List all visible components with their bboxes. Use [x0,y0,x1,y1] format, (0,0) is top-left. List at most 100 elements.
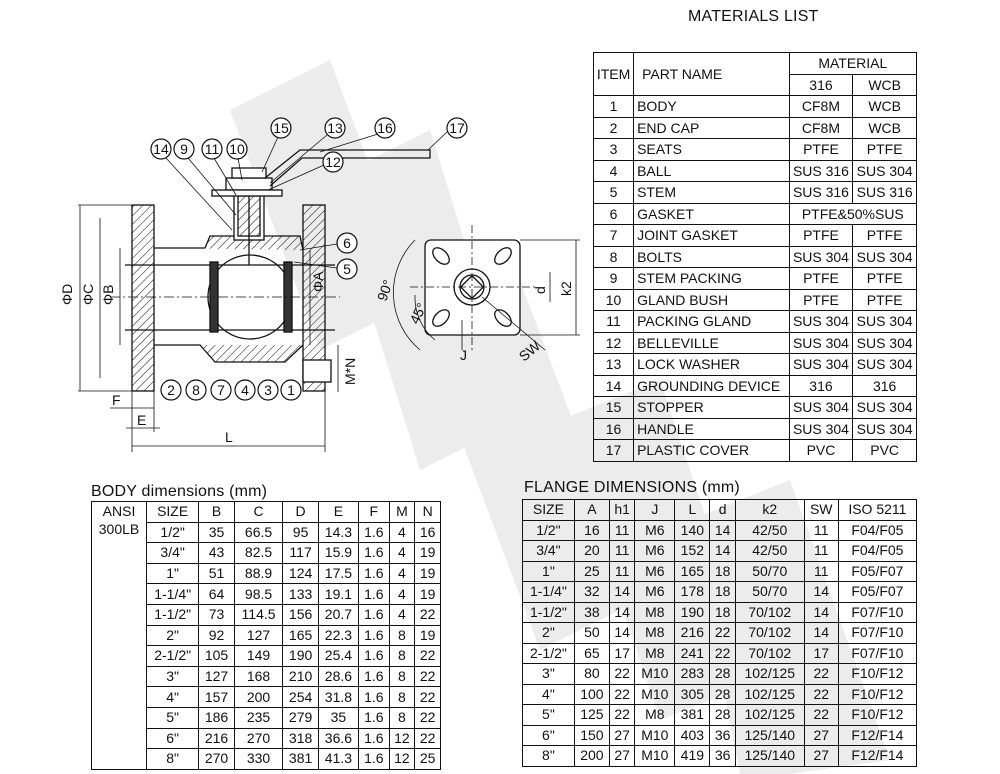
flange-dims-cell: 419 [674,745,711,767]
body-dims-cell: 330 [233,748,284,770]
flange-dims-cell: 1-1/2" [522,601,575,623]
part-name: PACKING GLAND [633,310,790,333]
material-wcb: SUS 304 [852,310,917,333]
flange-dims-cell: 14 [709,540,736,562]
flange-dims-cell: 2" [522,622,575,644]
body-dims-cell: 186 [198,706,235,729]
flange-dims-cell: 102/125 [734,704,805,726]
body-dims-cell: 114.5 [233,603,284,626]
flange-dims-cell: 28 [709,704,736,726]
body-dims-cell: 19 [414,583,441,605]
body-dims-cell: 127 [233,624,284,647]
body-dims-cell: 1.6 [358,542,390,564]
flange-dims-cell: 1/2" [522,519,575,541]
body-dims-cell: 19 [414,562,441,585]
material-316: PVC [788,439,854,462]
item-number: 17 [592,439,635,462]
dim-phi-d: ΦD [59,284,75,305]
body-dims-cell: 1.6 [358,603,390,626]
material-316: SUS 304 [788,353,854,376]
flange-dims-cell: 27 [803,724,839,746]
item-number: 1 [592,95,635,118]
item-number: 12 [592,331,635,354]
flange-dims-cell: M8 [634,704,676,726]
item-number: 2 [592,116,635,139]
material-wcb: WCB [852,116,917,139]
flange-header-cell: SW [803,499,839,521]
flange-dims-cell: 1-1/4" [522,581,575,603]
flange-dims-cell: 125/140 [734,745,805,767]
body-header-cell: E [317,501,360,523]
material-wcb: SUS 304 [852,417,917,440]
body-dims-cell: 165 [282,624,319,647]
flange-dims-cell: 70/102 [734,642,805,664]
body-dims-cell: 8 [388,624,416,647]
material-316: CF8M [788,95,854,118]
flange-dims-cell: 102/125 [734,663,805,685]
material-316: SUS 304 [788,417,854,440]
material-wcb: 316 [852,374,917,397]
part-name: STEM [633,181,790,204]
flange-dims-cell: 28 [709,663,736,685]
dim-l: L [225,429,233,445]
callout-8: 8 [192,382,200,398]
flange-dims-cell: 18 [709,560,736,582]
body-dims-cell: 200 [233,686,284,708]
material-316: CF8M [788,116,854,139]
flange-dims-cell: 11 [608,519,636,541]
flange-dims-cell: 22 [608,704,636,726]
body-header-cell: D [282,501,319,523]
body-dims-cell: 3" [145,665,200,688]
flange-dims-cell: 70/102 [734,622,805,644]
left-flange [131,204,155,392]
body-dims-cell: 28.6 [317,665,360,688]
flange-dims-cell: 3/4" [522,540,575,562]
flange-dims-cell: M10 [634,683,676,705]
material-wcb: SUS 304 [852,159,917,182]
body-dims-cell: 16 [414,521,441,544]
material-316: SUS 304 [788,396,854,419]
material-wcb: SUS 304 [852,245,917,268]
dim-f: F [112,392,121,408]
flange-dims-cell: 50/70 [734,560,805,582]
flange-dims-cell: 42/50 [734,519,805,541]
flange-dims-cell: 18 [709,601,736,623]
flange-dims-cell: 18 [709,581,736,603]
callout-4: 4 [241,382,249,398]
flange-dims-cell: 11 [608,560,636,582]
body-dims-cell: 1.6 [358,521,390,544]
flange-header-cell: d [709,499,736,521]
flange-dims-cell: 11 [608,540,636,562]
flange-dims-cell: 80 [573,663,610,685]
body-dims-cell: 25 [414,748,441,770]
body-dims-cell: 1.6 [358,665,390,688]
flange-dims-cell: F10/F12 [837,663,918,685]
body-dims-cell: 19.1 [317,583,360,605]
body-dims-cell: 1.6 [358,706,390,729]
flange-dims-cell: 178 [674,581,711,603]
body-header-cell: C [233,501,284,523]
header-316: 316 [788,73,854,96]
flange-dims-cell: F07/F10 [837,622,918,644]
body-header-cell: SIZE [145,501,200,523]
body-dims-cell: 73 [198,603,235,626]
part-name: BODY [633,95,790,118]
body-header-cell: B [198,501,235,523]
part-name: GROUNDING DEVICE [633,374,790,397]
flange-dims-cell: 32 [573,581,610,603]
body-dims-cell: 22 [414,686,441,708]
material-316: 316 [788,374,854,397]
part-name: PLASTIC COVER [633,439,790,462]
